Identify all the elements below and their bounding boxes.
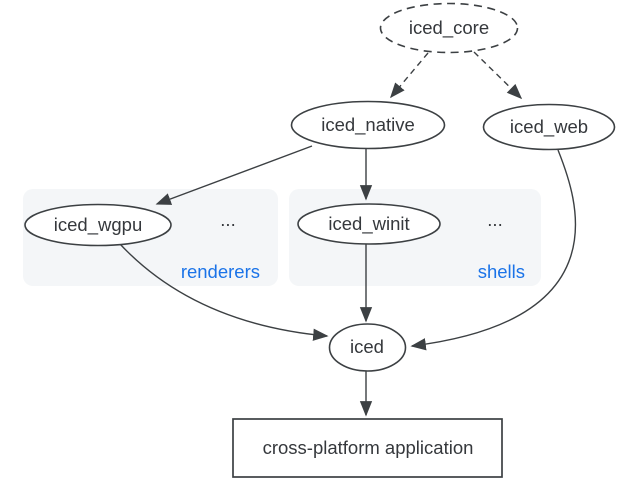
edge-iced-core-to-iced-web — [473, 51, 523, 100]
node-label-iced-wgpu: iced_wgpu — [53, 213, 143, 235]
renderers-ellipsis: ... — [220, 208, 236, 230]
shells-ellipsis: ... — [487, 208, 503, 230]
edge-iced-web-to-iced — [410, 149, 577, 351]
edge-iced-wgpu-to-iced — [119, 243, 329, 341]
node-label-iced-winit: iced_winit — [328, 212, 410, 234]
node-label-iced-native: iced_native — [321, 113, 415, 135]
node-shape-iced-core — [379, 2, 519, 54]
edge-iced-core-to-iced-native — [390, 52, 429, 99]
node-label-iced-core: iced_core — [408, 16, 490, 38]
node-label-iced: iced — [350, 335, 384, 357]
node-shape-iced-winit — [297, 203, 441, 245]
node-shape-iced-web — [482, 103, 616, 151]
node-label-application: cross-platform application — [262, 436, 474, 458]
node-label-iced-web: iced_web — [509, 115, 589, 137]
group-label-shells: shells — [477, 260, 525, 282]
node-shape-iced — [328, 323, 407, 372]
node-shape-application — [232, 418, 503, 478]
group-label-renderers: renderers — [180, 260, 260, 282]
edge-iced-native-to-iced-wgpu — [155, 145, 313, 205]
node-shape-iced-native — [290, 100, 446, 150]
node-shape-iced-wgpu — [24, 203, 172, 247]
